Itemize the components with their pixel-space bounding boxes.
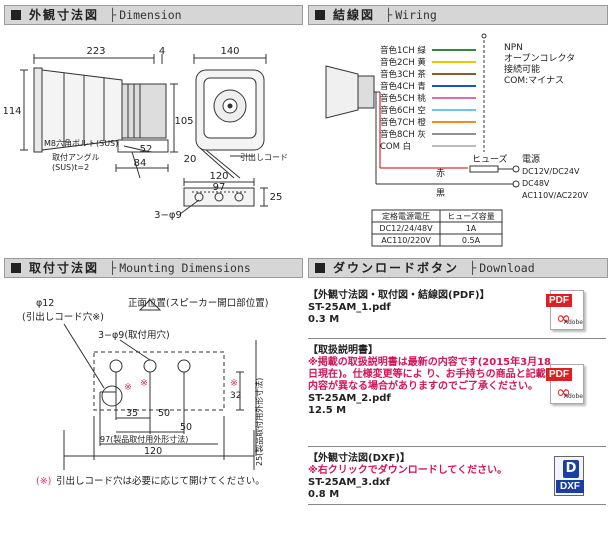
power-label: 電源 bbox=[522, 154, 540, 165]
dim-97: 97(製品取付用外形寸法) bbox=[100, 434, 188, 444]
dim-52: 52 bbox=[140, 144, 153, 155]
dim-223: 223 bbox=[86, 46, 105, 57]
mark-note: ※ bbox=[230, 378, 238, 389]
footnote-mark: (※) bbox=[36, 476, 51, 487]
download-size: 12.5 M bbox=[308, 405, 347, 416]
front-position-label: 正面位置(スピーカー開口部位置) bbox=[128, 297, 268, 309]
dimension-drawing: 223 4 140 114 105 52 84 20 120 97 25 3−φ… bbox=[4, 46, 288, 221]
pdf-icon[interactable]: PDF ∞Adobe bbox=[546, 362, 588, 406]
square-bullet-icon bbox=[315, 263, 325, 273]
channel-label: 音色1CH 緑 bbox=[380, 45, 426, 56]
channel-label: 音色7CH 橙 bbox=[380, 117, 426, 128]
download-item-dxf[interactable]: 【外観寸法図(DXF)】 ※右クリックでダウンロードしてください。 ST-25A… bbox=[308, 453, 608, 501]
download-file-link[interactable]: ST-25AM_3.dxf bbox=[308, 477, 391, 488]
download-title: 【外観寸法図(DXF)】 bbox=[308, 453, 410, 464]
table-header-voltage: 定格電源電圧 bbox=[382, 211, 430, 221]
dim-25: 25(製品取付用外形寸法) bbox=[254, 378, 264, 466]
square-bullet-icon bbox=[11, 263, 21, 273]
cord-label: 引出しコード bbox=[240, 152, 288, 162]
download-item-pdf-2[interactable]: 【取扱説明書】 ※掲載の取扱説明書は最新の内容です(2015年3月18日現在)。… bbox=[308, 345, 552, 417]
power-dc48: DC48V bbox=[522, 179, 550, 188]
mount-holes-label: 3−φ9(取付用穴) bbox=[98, 329, 170, 341]
note-connectable: 接続可能 bbox=[504, 63, 540, 75]
download-note: ※右クリックでダウンロードしてください。 bbox=[308, 465, 508, 476]
download-title: 【取扱説明書】 bbox=[308, 345, 378, 356]
download-size: 0.3 M bbox=[308, 314, 340, 325]
dim-50b: 50 bbox=[180, 422, 192, 433]
angle-label: 取付アングル bbox=[52, 152, 100, 162]
dim-120: 120 bbox=[209, 171, 228, 182]
dim-120: 120 bbox=[144, 446, 162, 457]
square-bullet-icon bbox=[315, 10, 325, 20]
divider bbox=[308, 446, 606, 447]
dim-32: 32 bbox=[230, 391, 241, 401]
table-header-fuse: ヒューズ容量 bbox=[447, 211, 495, 221]
dim-20: 20 bbox=[184, 154, 197, 165]
hole-dia-label: φ12 bbox=[36, 298, 54, 309]
download-item-pdf-1[interactable]: 【外観寸法図・取付図・結線図(PDF)】 ST-25AM_1.pdf 0.3 M bbox=[308, 290, 608, 326]
download-header: ダウンロードボタン ├ Download bbox=[308, 258, 608, 278]
table-cell: 0.5A bbox=[462, 236, 481, 245]
channel-label: 音色4CH 青 bbox=[380, 81, 426, 92]
note-open-collector: オープンコレクタ bbox=[504, 53, 575, 64]
power-dc12-24: DC12V/DC24V bbox=[522, 167, 580, 176]
channel-label: 音色2CH 黄 bbox=[380, 57, 426, 68]
channel-label: 音色6CH 空 bbox=[380, 105, 426, 116]
pdf-icon[interactable]: PDF ∞Adobe bbox=[546, 288, 588, 332]
channel-label: 音色5CH 桃 bbox=[380, 93, 426, 104]
angle-spec-label: (SUS)t=2 bbox=[52, 163, 89, 172]
dim-114: 114 bbox=[4, 106, 22, 117]
dim-140: 140 bbox=[220, 46, 239, 57]
note-npn: NPN bbox=[504, 43, 523, 53]
wiring-header: 結線図 ├ Wiring bbox=[308, 5, 608, 25]
mounting-header: 取付寸法図 ├ Mounting Dimensions bbox=[4, 258, 303, 278]
channel-label: 音色3CH 茶 bbox=[380, 69, 426, 80]
square-bullet-icon bbox=[11, 10, 21, 20]
dim-4: 4 bbox=[159, 46, 165, 57]
cord-hole-label: (引出しコード穴※) bbox=[22, 311, 104, 323]
download-file-link[interactable]: ST-25AM_2.pdf bbox=[308, 393, 391, 404]
download-title: 【外観寸法図・取付図・結線図(PDF)】 bbox=[308, 290, 490, 301]
divider bbox=[308, 504, 606, 505]
footnote-text: 引出しコード穴は必要に応じて開けてください。 bbox=[56, 475, 265, 487]
download-size: 0.8 M bbox=[308, 489, 340, 500]
dim-35: 35 bbox=[126, 408, 138, 419]
dim-25: 25 bbox=[270, 192, 283, 203]
bolt-label: M8六角ボルト(SUS) bbox=[44, 138, 118, 148]
channel-label: 音色8CH 灰 bbox=[380, 129, 426, 140]
table-cell: AC110/220V bbox=[381, 236, 431, 245]
power-ac: AC110V/AC220V bbox=[522, 191, 589, 200]
download-file-link[interactable]: ST-25AM_1.pdf bbox=[308, 302, 391, 313]
channel-label: COM 白 bbox=[380, 141, 411, 152]
table-cell: DC12/24/48V bbox=[379, 224, 433, 233]
wire-black-label: 黒 bbox=[436, 188, 445, 199]
dimension-header: 外観寸法図 ├ Dimension bbox=[4, 5, 303, 25]
dxf-icon[interactable]: D DXF bbox=[552, 456, 592, 500]
fuse-label: ヒューズ bbox=[472, 153, 508, 165]
dim-holes: 3−φ9 bbox=[154, 210, 182, 221]
dim-50a: 50 bbox=[158, 408, 170, 419]
download-note: ※掲載の取扱説明書は最新の内容です(2015年3月18日現在)。仕様変更等によ … bbox=[308, 357, 551, 392]
dim-84: 84 bbox=[134, 158, 147, 169]
divider bbox=[308, 338, 606, 339]
mounting-drawing: φ12 (引出しコード穴※) 正面位置(スピーカー開口部位置) 3−φ9(取付用… bbox=[22, 297, 268, 487]
dim-105: 105 bbox=[174, 116, 193, 127]
mark-note: ※ bbox=[140, 378, 148, 389]
note-com: COM:マイナス bbox=[504, 75, 564, 86]
dim-97: 97 bbox=[213, 182, 226, 193]
wire-red-label: 赤 bbox=[436, 168, 445, 179]
table-cell: 1A bbox=[466, 224, 477, 233]
mark-note: ※ bbox=[124, 382, 132, 393]
